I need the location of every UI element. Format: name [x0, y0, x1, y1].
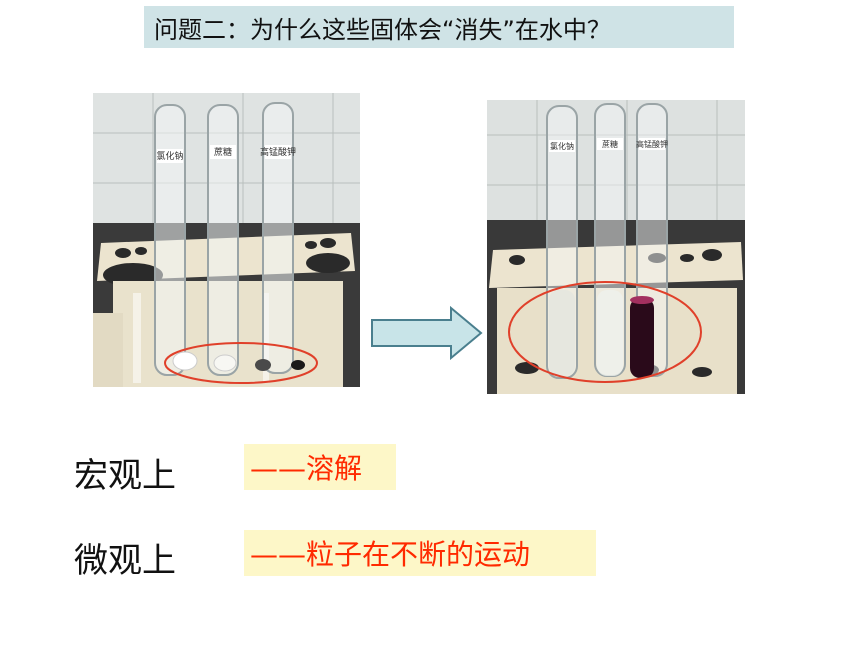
highlight-ellipse-before: [164, 342, 318, 384]
micro-label: 微观上: [74, 541, 176, 581]
tube-label-after-3: 高锰酸钾: [636, 139, 668, 149]
highlight-ellipse-after: [508, 281, 702, 383]
tube-label-after-2: 蔗糖: [602, 139, 618, 149]
photo-before-dissolving: 氯化钠 蔗糖 高锰酸钾: [93, 93, 360, 387]
micro-answer-text: ——粒子在不断的运动: [250, 538, 531, 571]
macro-answer: ——溶解: [244, 444, 396, 490]
page-title: 问题二：为什么这些固体会“消失”在水中？: [154, 15, 611, 44]
micro-answer: ——粒子在不断的运动: [244, 530, 596, 576]
tube-label-3: 高锰酸钾: [260, 146, 296, 158]
photo-after-dissolving: 氯化钠 蔗糖 高锰酸钾: [487, 100, 745, 394]
macro-label: 宏观上: [74, 456, 176, 496]
right-arrow-icon: [371, 306, 483, 360]
macro-answer-text: ——溶解: [250, 452, 363, 485]
tube-label-1: 氯化钠: [156, 150, 183, 162]
title-bar: 问题二：为什么这些固体会“消失”在水中？: [144, 6, 734, 48]
tube-label-after-1: 氯化钠: [550, 141, 574, 151]
tube-label-2: 蔗糖: [214, 146, 232, 158]
